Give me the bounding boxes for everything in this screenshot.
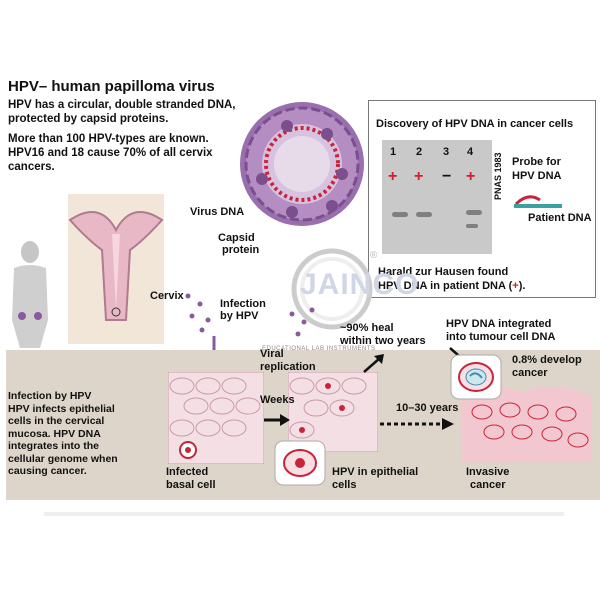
patient-dna-label: Patient DNA	[528, 212, 592, 224]
process-text: Infection by HPV HPV infects epithelial …	[8, 390, 118, 478]
watermark-tagline: EDUCATIONAL LAB INSTRUMENTS	[262, 346, 376, 352]
virus-dna-label: Virus DNA	[190, 206, 245, 218]
process-line: causing cancer.	[8, 465, 87, 477]
heal-arrow-icon	[363, 354, 384, 373]
page-title: HPV– human papilloma virus	[8, 78, 215, 95]
hpv-epithelial-label: cells	[332, 479, 357, 491]
process-line: mucosa. HPV DNA	[8, 427, 101, 440]
tumour-cell-icon	[450, 354, 502, 400]
probe-label: HPV DNA	[512, 170, 562, 182]
process-line: Infection by HPV	[8, 390, 92, 402]
lane-sign: +	[414, 168, 424, 185]
integrated-label: HPV DNA integrated	[446, 318, 552, 330]
invasive-label: cancer	[470, 479, 506, 491]
process-line: cellular genome when	[8, 452, 118, 465]
infected-epithelium	[168, 372, 264, 464]
develop-label: cancer	[512, 367, 548, 379]
probe-label: Probe for	[512, 156, 561, 168]
lane-sign: +	[466, 168, 476, 185]
capsid-label: protein	[222, 244, 260, 256]
intro-line: cancers.	[8, 161, 55, 173]
capsid-shell	[240, 102, 364, 226]
years-label: 10–30 years	[396, 402, 459, 414]
heal-label: within two years	[340, 335, 426, 347]
watermark-registered: ®	[370, 250, 378, 261]
lane-sign: +	[388, 168, 398, 185]
weeks-label: Weeks	[260, 394, 295, 406]
lane-number: 4	[467, 146, 474, 158]
intro-line: HPV has a circular, double stranded DNA,	[8, 99, 236, 111]
discovery-caption: Harald zur Hausen found	[378, 266, 509, 278]
probe-dna-icon	[514, 195, 562, 208]
invasive-cancer-tissue	[462, 386, 592, 462]
viral-replication-label: Viral	[260, 348, 284, 360]
intro-line: protected by capsid proteins.	[8, 113, 169, 125]
weeks-arrow-icon	[264, 414, 290, 426]
hpv-epithelial-label: HPV in epithelial	[332, 466, 419, 478]
infected-basal-label: Infected	[166, 466, 209, 478]
discovery-caption: HPV DNA in patient DNA (+).	[378, 280, 526, 292]
process-line: integrates into the	[8, 440, 100, 452]
infected-cell-icon	[274, 440, 326, 486]
gel-image	[382, 140, 492, 254]
lane-number: 2	[416, 146, 423, 158]
years-arrow-icon	[380, 418, 454, 430]
viral-replication-label: replication	[260, 361, 316, 373]
develop-label: 0.8% develop	[512, 354, 582, 366]
intro-line: More than 100 HPV-types are known.	[8, 133, 209, 145]
invasive-label: Invasive	[466, 466, 510, 478]
process-line: cells in the cervical	[8, 415, 105, 427]
cervix-label: Cervix	[150, 290, 184, 302]
hpv-epithelium	[288, 372, 378, 452]
watermark-logo	[291, 248, 373, 330]
integrated-label: into tumour cell DNA	[446, 331, 556, 343]
heal-label: ~90% heal	[340, 322, 394, 334]
cervix-illustration	[68, 194, 164, 344]
process-line: HPV infects epithelial	[8, 402, 115, 415]
lane-sign: −	[442, 168, 452, 185]
discovery-title: Discovery of HPV DNA in cancer cells	[376, 118, 574, 130]
virus-illustration	[240, 102, 364, 226]
intro-line: HPV16 and 18 cause 70% of all cervix	[8, 147, 213, 159]
capsid-label: Capsid	[218, 232, 255, 244]
infection-label: Infection	[220, 298, 266, 310]
watermark-brand: JAINCO	[300, 268, 420, 301]
lane-number: 1	[390, 146, 397, 158]
faint-strip	[44, 512, 564, 516]
citation-label: PNAS 1983	[493, 152, 503, 200]
infection-label: by HPV	[220, 310, 259, 322]
body-silhouette	[12, 241, 48, 348]
lane-number: 3	[443, 146, 450, 158]
infected-basal-label: basal cell	[166, 479, 216, 491]
